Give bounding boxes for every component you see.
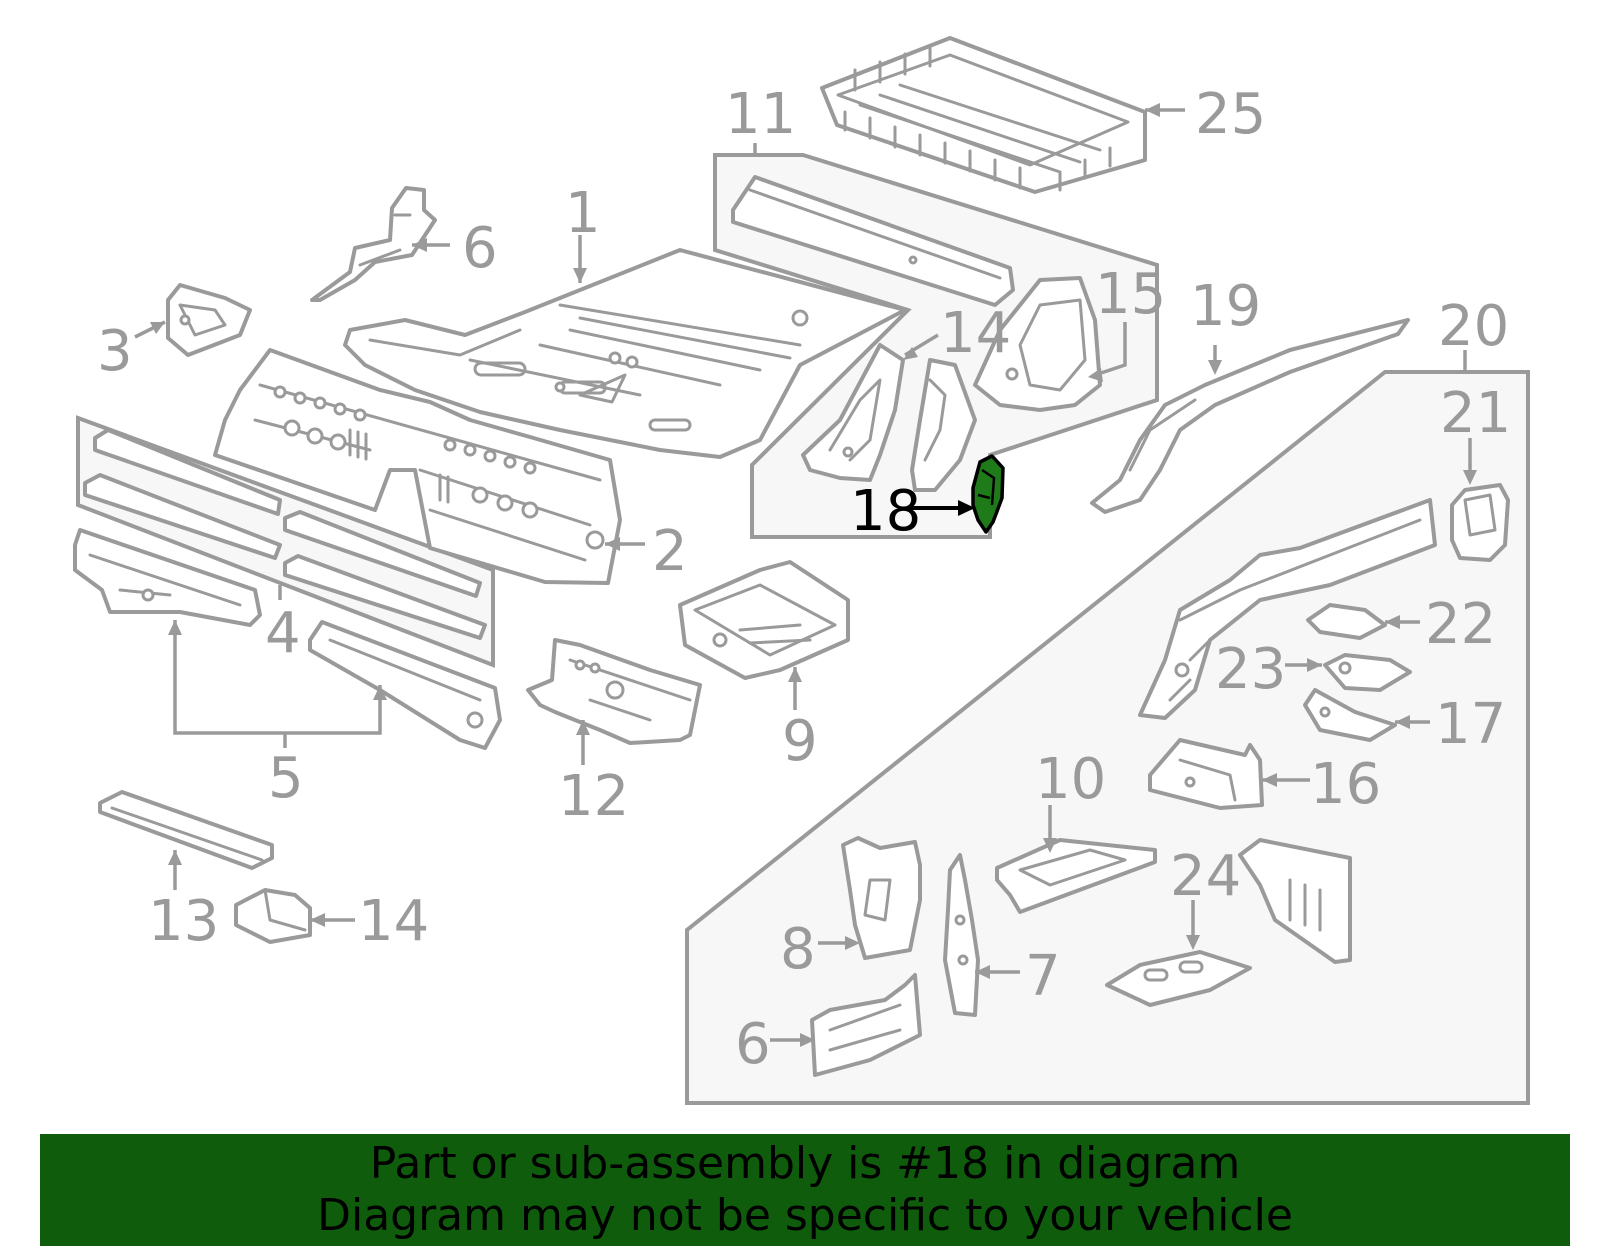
part-22-bracket[interactable] (1306, 603, 1387, 640)
callout-19: 19 (1190, 274, 1261, 339)
part-25-storage-tray[interactable] (820, 36, 1147, 194)
callout-25: 25 (1195, 82, 1266, 147)
callout-4: 4 (265, 601, 301, 666)
part-4-rails[interactable] (83, 428, 487, 640)
callout-20: 20 (1438, 294, 1509, 359)
callout-13: 14 (358, 889, 429, 954)
part-9-floor-tray[interactable] (678, 560, 850, 680)
part-1-floor-pan[interactable] (343, 248, 907, 459)
part-8-panel[interactable] (841, 836, 922, 960)
callout-3: 3 (97, 319, 133, 384)
leader-lines (134, 103, 1477, 1047)
callout-7: 7 (1025, 944, 1061, 1009)
callout-22: 22 (1425, 592, 1496, 657)
callout-1: 1 (565, 181, 601, 246)
part-16-bracket[interactable] (1148, 738, 1264, 810)
part-17-bracket[interactable] (1303, 688, 1397, 742)
part-15-wheelhouse-panel[interactable] (973, 276, 1102, 412)
callout-9-mid: 9 (782, 709, 818, 774)
callout-2: 2 (652, 519, 688, 584)
callout-6-lower: 6 (735, 1012, 771, 1077)
callout-9-lower: 10 (1035, 747, 1106, 812)
part-14-pillars[interactable] (801, 343, 977, 492)
callout-12: 13 (148, 889, 219, 954)
part-18-highlighted[interactable] (971, 454, 1005, 534)
leader-line-18 (908, 500, 975, 516)
callout-17: 17 (1435, 692, 1506, 757)
part-13-bracket[interactable] (234, 888, 312, 944)
part-9-lower-panel[interactable] (995, 838, 1157, 914)
part-12-rail[interactable] (98, 790, 274, 870)
part-21-bracket[interactable] (1450, 483, 1510, 562)
callout-10: 11 (725, 82, 796, 147)
banner-line-2: Diagram may not be specific to your vehi… (317, 1190, 1293, 1241)
callout-21: 21 (1440, 381, 1511, 446)
part-6-upper-bracket[interactable] (310, 186, 437, 302)
part-7-pillar[interactable] (943, 853, 980, 1017)
callout-6-top: 6 (462, 216, 498, 281)
callout-14: 14 (940, 301, 1011, 366)
part-24-panels[interactable] (1105, 838, 1352, 1007)
info-banner: Part or sub-assembly is #18 in diagram D… (40, 1134, 1570, 1246)
part-11-bracket[interactable] (526, 638, 702, 745)
part-10-rear-panel[interactable] (731, 175, 1015, 307)
callout-15: 15 (1095, 262, 1166, 327)
part-20-rail-assembly[interactable] (1138, 498, 1437, 720)
callout-8: 8 (780, 917, 816, 982)
callout-11: 12 (558, 764, 629, 829)
part-6-lower-panel[interactable] (810, 973, 922, 1077)
callout-18: 18 (850, 479, 921, 544)
banner-line-1: Part or sub-assembly is #18 in diagram (369, 1138, 1241, 1189)
part-23-bracket[interactable] (1323, 653, 1412, 692)
callout-24: 24 (1170, 844, 1241, 909)
part-19-rail[interactable] (1090, 318, 1410, 514)
part-5-rails[interactable] (73, 528, 502, 750)
callout-5: 5 (268, 746, 304, 811)
part-2-front-panel[interactable] (213, 348, 622, 585)
part-3-bracket[interactable] (166, 283, 252, 357)
callout-23: 23 (1215, 637, 1286, 702)
callout-16: 16 (1310, 752, 1381, 817)
